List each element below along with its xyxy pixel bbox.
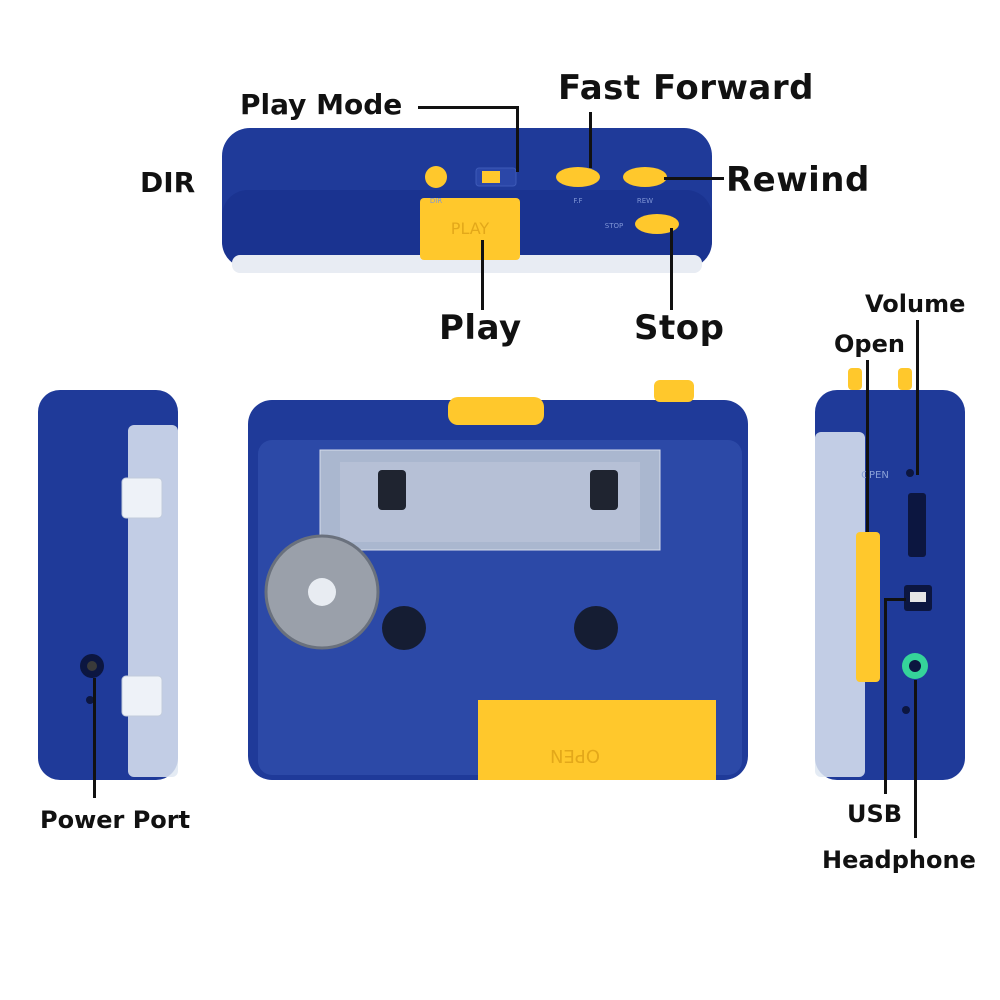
open-door-text: OPEN xyxy=(550,745,600,766)
usb-line-h xyxy=(884,598,906,601)
right-side-device: OPEN xyxy=(815,368,965,780)
volume-label: Volume xyxy=(865,290,966,318)
dir-button[interactable] xyxy=(425,166,447,188)
play-line xyxy=(481,240,484,310)
left-side-device xyxy=(38,390,178,780)
open-slider[interactable] xyxy=(856,532,880,682)
stop-mark-text: STOP xyxy=(605,222,623,230)
front-device: OPEN xyxy=(248,380,748,780)
top-view-device: PLAY DIR F.F REW STOP xyxy=(222,128,712,273)
volume-wheel[interactable] xyxy=(908,493,926,557)
play-mode-line-v xyxy=(516,106,519,172)
volume-line xyxy=(916,320,919,475)
play-mode-switch[interactable] xyxy=(482,171,500,183)
stop-label: Stop xyxy=(634,308,725,348)
rewind-button[interactable] xyxy=(623,167,667,187)
stop-line xyxy=(670,228,673,310)
open-side-text: OPEN xyxy=(861,470,889,481)
rew-mark-text: REW xyxy=(637,197,653,205)
headphone-line xyxy=(914,680,917,838)
dir-mark-text: DIR xyxy=(430,197,442,205)
rewind-line xyxy=(664,177,724,180)
fast-forward-button[interactable] xyxy=(556,167,600,187)
fast-forward-line xyxy=(589,112,592,168)
headphone-label: Headphone xyxy=(822,846,976,874)
play-button-text: PLAY xyxy=(451,219,490,238)
stop-button[interactable] xyxy=(635,214,679,234)
play-mode-label: Play Mode xyxy=(240,88,403,121)
fast-forward-label: Fast Forward xyxy=(558,68,814,108)
dir-label: DIR xyxy=(140,166,196,199)
power-port-line xyxy=(93,678,96,798)
play-button[interactable] xyxy=(420,198,520,260)
rewind-label: Rewind xyxy=(726,160,870,200)
usb-label: USB xyxy=(847,800,903,828)
play-label: Play xyxy=(439,308,522,348)
ff-mark-text: F.F xyxy=(573,197,582,205)
play-mode-line-h xyxy=(418,106,518,109)
usb-line xyxy=(884,598,887,794)
power-port-label: Power Port xyxy=(40,806,191,834)
open-label: Open xyxy=(834,330,905,358)
open-line xyxy=(866,360,869,532)
